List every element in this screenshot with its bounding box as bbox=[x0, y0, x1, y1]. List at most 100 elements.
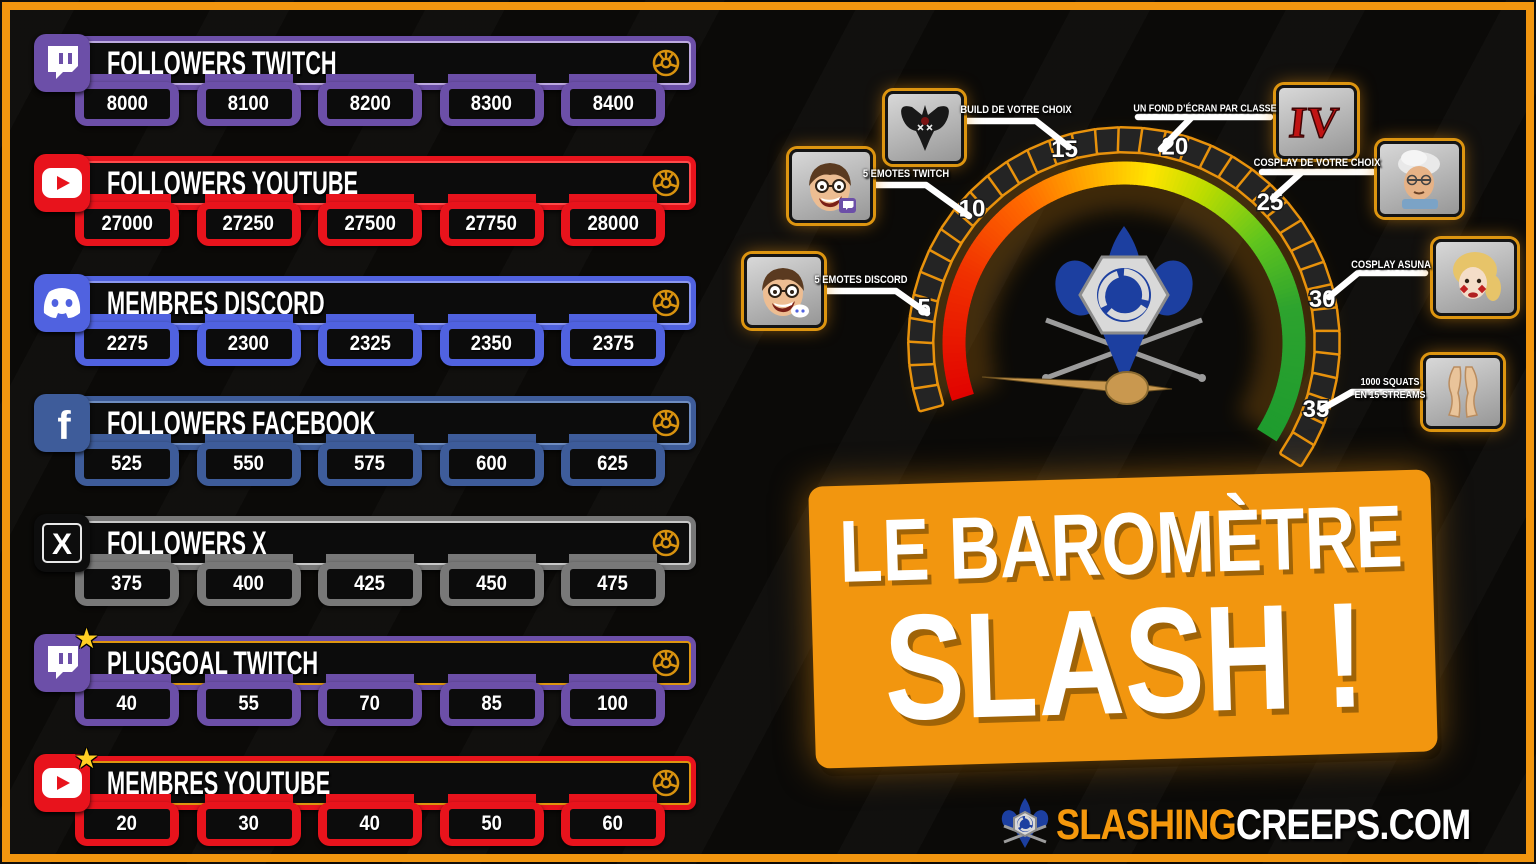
goal-step: 2300 bbox=[196, 314, 301, 366]
goal-step: 400 bbox=[196, 554, 301, 606]
goal-step: 8100 bbox=[196, 74, 301, 126]
cosplay-man-image bbox=[1377, 141, 1462, 217]
svg-text:15: 15 bbox=[1051, 136, 1078, 163]
goal-step-value: 2350 bbox=[470, 332, 513, 355]
goal-step: 8200 bbox=[318, 74, 422, 126]
goal-step-value: 8200 bbox=[349, 92, 391, 115]
goal-step-value: 8300 bbox=[470, 92, 513, 115]
goal-step-frame: 8300 bbox=[439, 82, 544, 126]
goal-step-frame: 40 bbox=[75, 682, 179, 726]
star-icon: ★ bbox=[74, 623, 100, 654]
goal-step-value: 70 bbox=[359, 692, 381, 715]
goal-step: 60 bbox=[561, 794, 665, 846]
goal-step-frame: 27500 bbox=[318, 202, 422, 246]
site-url: SLASHINGCREEPS.COM bbox=[1056, 800, 1471, 850]
goal-step-frame: 60 bbox=[561, 802, 665, 846]
squat-legs-image bbox=[1423, 355, 1503, 429]
goal-step-frame: 27250 bbox=[196, 202, 301, 246]
goal-step: 8300 bbox=[439, 74, 544, 126]
goal-step-value: 550 bbox=[233, 452, 264, 475]
wheel-icon bbox=[651, 768, 681, 798]
goal-step-value: 2375 bbox=[592, 332, 634, 355]
goal-step-frame: 8200 bbox=[318, 82, 422, 126]
goal-step-frame: 85 bbox=[439, 682, 544, 726]
goal-step-frame: 8000 bbox=[75, 82, 179, 126]
goal-step: 50 bbox=[439, 794, 544, 846]
avatar-discord-image bbox=[744, 254, 824, 328]
goal-step-value: 27750 bbox=[465, 212, 518, 235]
goal-step: 100 bbox=[561, 674, 665, 726]
goal-step: 600 bbox=[439, 434, 544, 486]
wheel-icon bbox=[651, 528, 681, 558]
svg-text:IV: IV bbox=[1286, 98, 1340, 147]
goal-step-value: 2275 bbox=[106, 332, 148, 355]
twitch-icon bbox=[34, 634, 90, 692]
goal-step-frame: 550 bbox=[196, 442, 301, 486]
goal-step: 550 bbox=[196, 434, 301, 486]
svg-text:35: 35 bbox=[1303, 396, 1330, 423]
goal-step-value: 60 bbox=[602, 812, 624, 835]
goal-step: 2375 bbox=[561, 314, 665, 366]
goal-row-followers-twitch: FOLLOWERS TWITCH ★ 8000 8100 8200 8300 bbox=[30, 34, 702, 136]
demon-build-image bbox=[885, 91, 964, 164]
goal-step-frame: 525 bbox=[75, 442, 179, 486]
milestone-label-5: 5 EMOTES DISCORD bbox=[814, 274, 908, 287]
goal-steps: 27000 27250 27500 27750 28000 bbox=[75, 194, 665, 246]
goal-step-frame: 70 bbox=[318, 682, 422, 726]
goal-step-value: 40 bbox=[116, 692, 138, 715]
goal-step-frame: 425 bbox=[318, 562, 422, 606]
goal-step: 2350 bbox=[439, 314, 544, 366]
goal-step-value: 8000 bbox=[106, 92, 148, 115]
goal-step: 85 bbox=[439, 674, 544, 726]
goal-step-value: 40 bbox=[359, 812, 381, 835]
goal-step-frame: 27750 bbox=[439, 202, 544, 246]
goal-step-value: 27500 bbox=[344, 212, 396, 235]
goal-step-frame: 2375 bbox=[561, 322, 665, 366]
wheel-icon bbox=[651, 168, 681, 198]
goal-step-frame: 55 bbox=[196, 682, 301, 726]
goal-step-frame: 100 bbox=[561, 682, 665, 726]
brand-part-slashing: SLASHING bbox=[1056, 800, 1237, 849]
wheel-icon bbox=[651, 648, 681, 678]
goal-step-frame: 2300 bbox=[196, 322, 301, 366]
goal-row-followers-facebook: FOLLOWERS FACEBOOK f ★ 525 550 575 600 bbox=[30, 394, 702, 496]
goal-step-frame: 50 bbox=[439, 802, 544, 846]
goal-step: 27500 bbox=[318, 194, 422, 246]
milestone-label-15: BUILD DE VOTRE CHOIX bbox=[960, 104, 1072, 117]
goal-step-frame: 2350 bbox=[439, 322, 544, 366]
slashingcreeps-logo-icon bbox=[1001, 798, 1049, 848]
goal-step-frame: 40 bbox=[318, 802, 422, 846]
goal-row-plusgoal-twitch: PLUSGOAL TWITCH ★ 40 55 70 85 100 bbox=[30, 623, 702, 736]
goal-step-frame: 450 bbox=[439, 562, 544, 606]
goal-step-value: 425 bbox=[354, 572, 386, 595]
star-icon: ★ bbox=[74, 743, 100, 774]
goal-steps: 2275 2300 2325 2350 2375 bbox=[75, 314, 665, 366]
goal-step-value: 525 bbox=[111, 452, 143, 475]
gauge-tick-squares bbox=[906, 126, 1341, 468]
goal-step-value: 2325 bbox=[349, 332, 391, 355]
cosplay-asuna-image bbox=[1433, 239, 1517, 316]
goal-step: 40 bbox=[75, 674, 179, 726]
goal-step: 625 bbox=[561, 434, 665, 486]
goal-step: 450 bbox=[439, 554, 544, 606]
discord-icon bbox=[34, 274, 90, 332]
goal-step-frame: 8400 bbox=[561, 82, 665, 126]
goal-step-frame: 20 bbox=[75, 802, 179, 846]
x-icon: X bbox=[34, 514, 90, 572]
goal-step-value: 450 bbox=[476, 572, 507, 595]
goal-steps: 20 30 40 50 60 bbox=[75, 794, 665, 846]
twitch-icon bbox=[34, 34, 90, 92]
goal-step: 375 bbox=[75, 554, 179, 606]
brand-part-creeps: CREEPS.COM bbox=[1235, 800, 1471, 849]
wheel-icon bbox=[651, 288, 681, 318]
goal-step: 27000 bbox=[75, 194, 179, 246]
goal-step-value: 27250 bbox=[222, 212, 275, 235]
goal-step: 425 bbox=[318, 554, 422, 606]
goal-step-frame: 28000 bbox=[561, 202, 665, 246]
banner-line2: SLASH ! bbox=[881, 570, 1367, 752]
svg-text:5: 5 bbox=[917, 295, 930, 322]
goal-steps: 525 550 575 600 625 bbox=[75, 434, 665, 486]
goal-steps: 40 55 70 85 100 bbox=[75, 674, 665, 726]
